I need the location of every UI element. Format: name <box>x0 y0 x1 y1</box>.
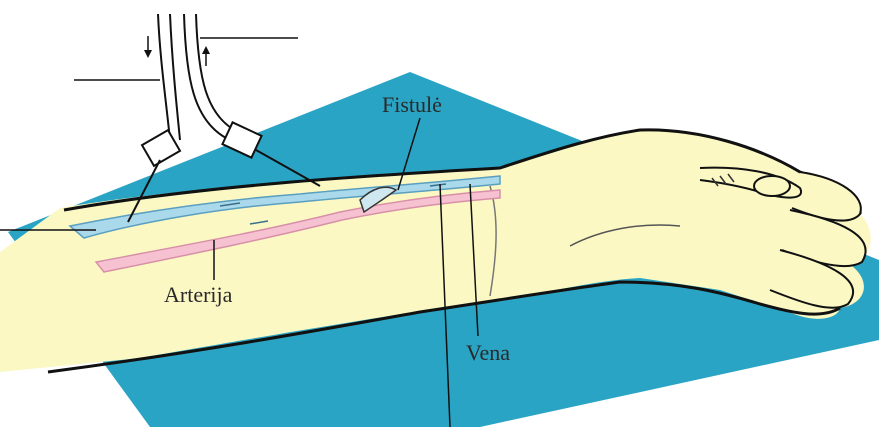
label-fistule: Fistulė <box>382 92 442 117</box>
label-arterija: Arterija <box>164 282 233 307</box>
down-arrow-icon <box>144 36 152 58</box>
needle-hub-left <box>142 130 180 166</box>
tube-left-inner <box>170 14 180 140</box>
tube-right <box>184 14 226 138</box>
thumbnail <box>754 176 790 196</box>
tube-left <box>158 14 170 140</box>
up-arrow-icon <box>202 46 210 66</box>
label-vena: Vena <box>466 340 510 365</box>
